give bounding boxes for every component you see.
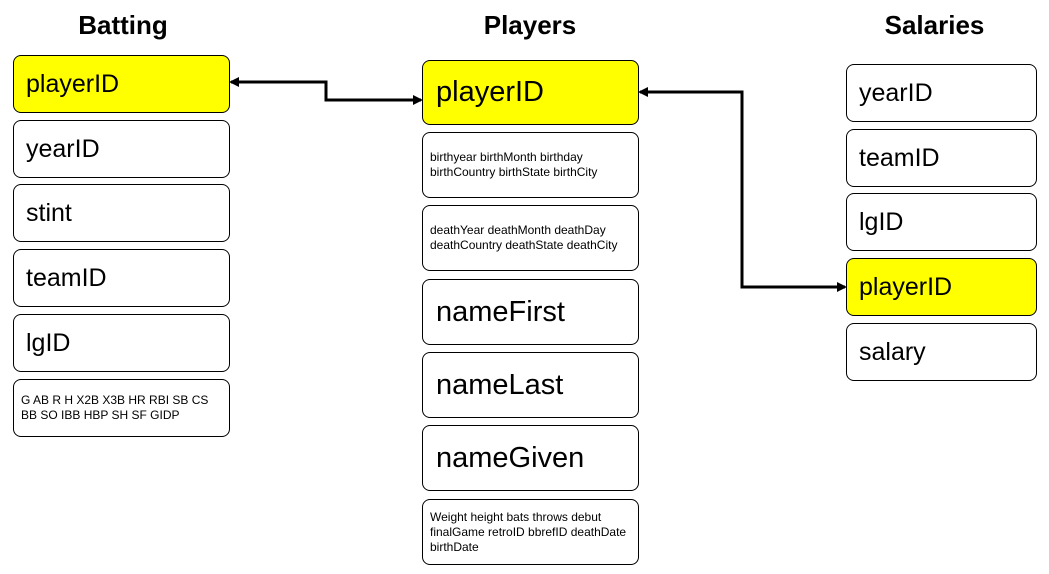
players-field-death[interactable]: deathYear deathMonth deathDay deathCount… — [422, 205, 639, 271]
salaries-table-title: Salaries — [884, 10, 985, 40]
batting-field-yearid[interactable]: yearID — [13, 120, 230, 178]
players-salaries-connector — [638, 87, 847, 292]
players-field-namefirst[interactable]: nameFirst — [422, 279, 639, 345]
salaries-field-salary[interactable]: salary — [846, 323, 1037, 381]
batting-field-stats[interactable]: G AB R H X2B X3B HR RBI SB CS BB SO IBB … — [13, 379, 230, 437]
salaries-field-playerid[interactable]: playerID — [846, 258, 1037, 316]
salaries-field-yearid[interactable]: yearID — [846, 64, 1037, 122]
players-field-namelast[interactable]: nameLast — [422, 352, 639, 418]
players-field-namegiven[interactable]: nameGiven — [422, 425, 639, 491]
batting-field-stint[interactable]: stint — [13, 184, 230, 242]
salaries-field-lgid[interactable]: lgID — [846, 193, 1037, 251]
salaries-field-teamid[interactable]: teamID — [846, 129, 1037, 187]
players-field-birth[interactable]: birthyear birthMonth birthday birthCount… — [422, 132, 639, 198]
players-table-title: Players — [483, 10, 577, 40]
batting-table-title: Batting — [78, 10, 168, 40]
batting-players-connector — [229, 77, 423, 105]
players-field-misc[interactable]: Weight height bats throws debut finalGam… — [422, 499, 639, 565]
batting-field-playerid[interactable]: playerID — [13, 55, 230, 113]
batting-field-lgid[interactable]: lgID — [13, 314, 230, 372]
players-field-playerid[interactable]: playerID — [422, 60, 639, 125]
batting-field-teamid[interactable]: teamID — [13, 249, 230, 307]
